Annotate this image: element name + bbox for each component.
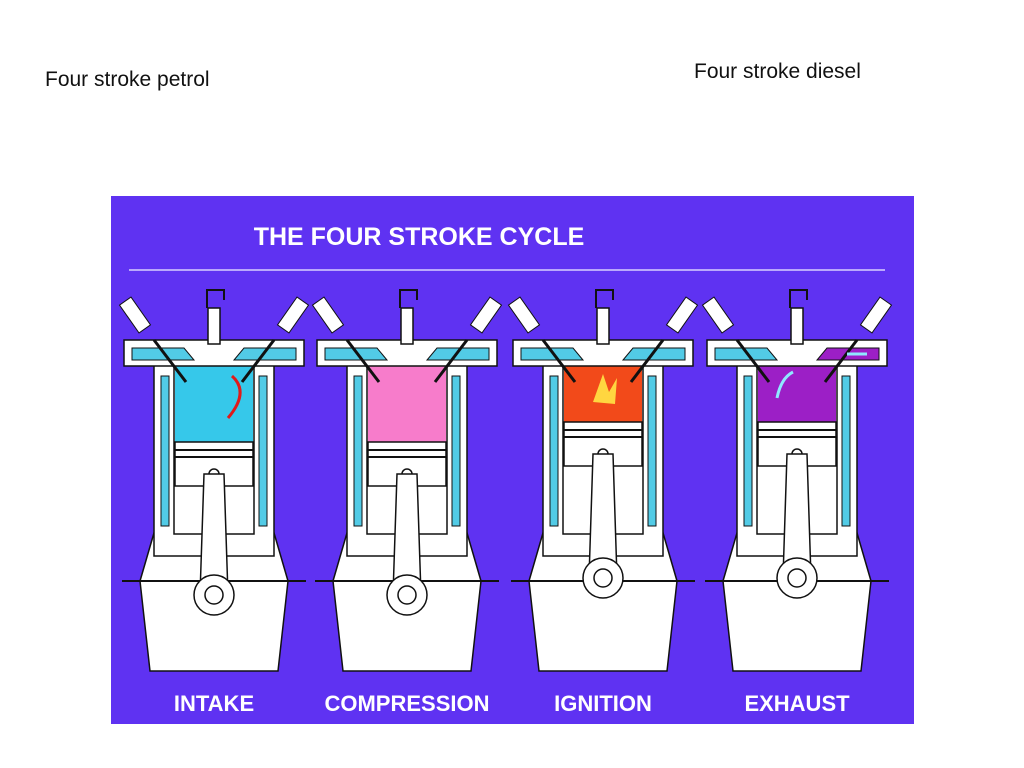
spark-plug <box>400 307 414 345</box>
intake-valve-spring <box>311 296 345 334</box>
spark-plug <box>790 307 804 345</box>
petrol-label: Four stroke petrol <box>45 68 210 91</box>
exhaust-valve-stem <box>433 339 469 383</box>
crankshaft-center <box>397 585 417 605</box>
intake-valve-stem <box>735 339 771 383</box>
spark-plug <box>596 307 610 345</box>
stage-label-ignition: IGNITION <box>554 691 652 716</box>
water-jacket-left <box>743 375 753 527</box>
intake-valve-stem <box>152 339 188 383</box>
water-jacket-right <box>841 375 851 527</box>
spark-plug-lead <box>595 289 614 308</box>
combustion-chamber <box>368 366 446 442</box>
exhaust-valve-spring <box>665 296 699 334</box>
intake-flow-arrow <box>226 374 242 419</box>
combustion-chamber <box>758 366 836 422</box>
intake-valve-stem <box>345 339 381 383</box>
stage-label-intake: INTAKE <box>174 691 254 716</box>
water-jacket-right <box>451 375 461 527</box>
engine-ignition: IGNITION <box>507 289 699 716</box>
spark-plug-lead <box>789 289 808 308</box>
intake-valve-spring <box>118 296 152 334</box>
stage-label-compression: COMPRESSION <box>324 691 489 716</box>
engine-group: INTAKE COMPRESSION IGNITION EXHAUST <box>118 289 893 716</box>
water-jacket-left <box>549 375 559 527</box>
intake-valve-spring <box>701 296 735 334</box>
exhaust-valve-spring <box>859 296 893 334</box>
ignition-flame <box>593 374 617 404</box>
exhaust-valve-stem <box>240 339 276 383</box>
water-jacket-left <box>160 375 170 527</box>
intake-valve-spring <box>507 296 541 334</box>
engine-compression: COMPRESSION <box>311 289 503 716</box>
exhaust-valve-stem <box>823 339 859 383</box>
stage-label-exhaust: EXHAUST <box>744 691 850 716</box>
engine-intake: INTAKE <box>118 289 310 716</box>
crankshaft-center <box>204 585 224 605</box>
crankshaft-center <box>787 568 807 588</box>
water-jacket-right <box>258 375 268 527</box>
exhaust-valve-spring <box>276 296 310 334</box>
spark-plug-lead <box>399 289 418 308</box>
exhaust-valve-stem <box>629 339 665 383</box>
engine-exhaust: EXHAUST <box>701 289 893 716</box>
water-jacket-left <box>353 375 363 527</box>
spark-plug <box>207 307 221 345</box>
water-jacket-right <box>647 375 657 527</box>
exhaust-flow-arrow <box>775 370 794 399</box>
intake-valve-stem <box>541 339 577 383</box>
diagram-title: THE FOUR STROKE CYCLE <box>254 223 585 251</box>
spark-plug-lead <box>206 289 225 308</box>
diesel-label: Four stroke diesel <box>694 60 861 83</box>
exhaust-valve-spring <box>469 296 503 334</box>
combustion-chamber <box>175 366 253 442</box>
crankshaft-center <box>593 568 613 588</box>
